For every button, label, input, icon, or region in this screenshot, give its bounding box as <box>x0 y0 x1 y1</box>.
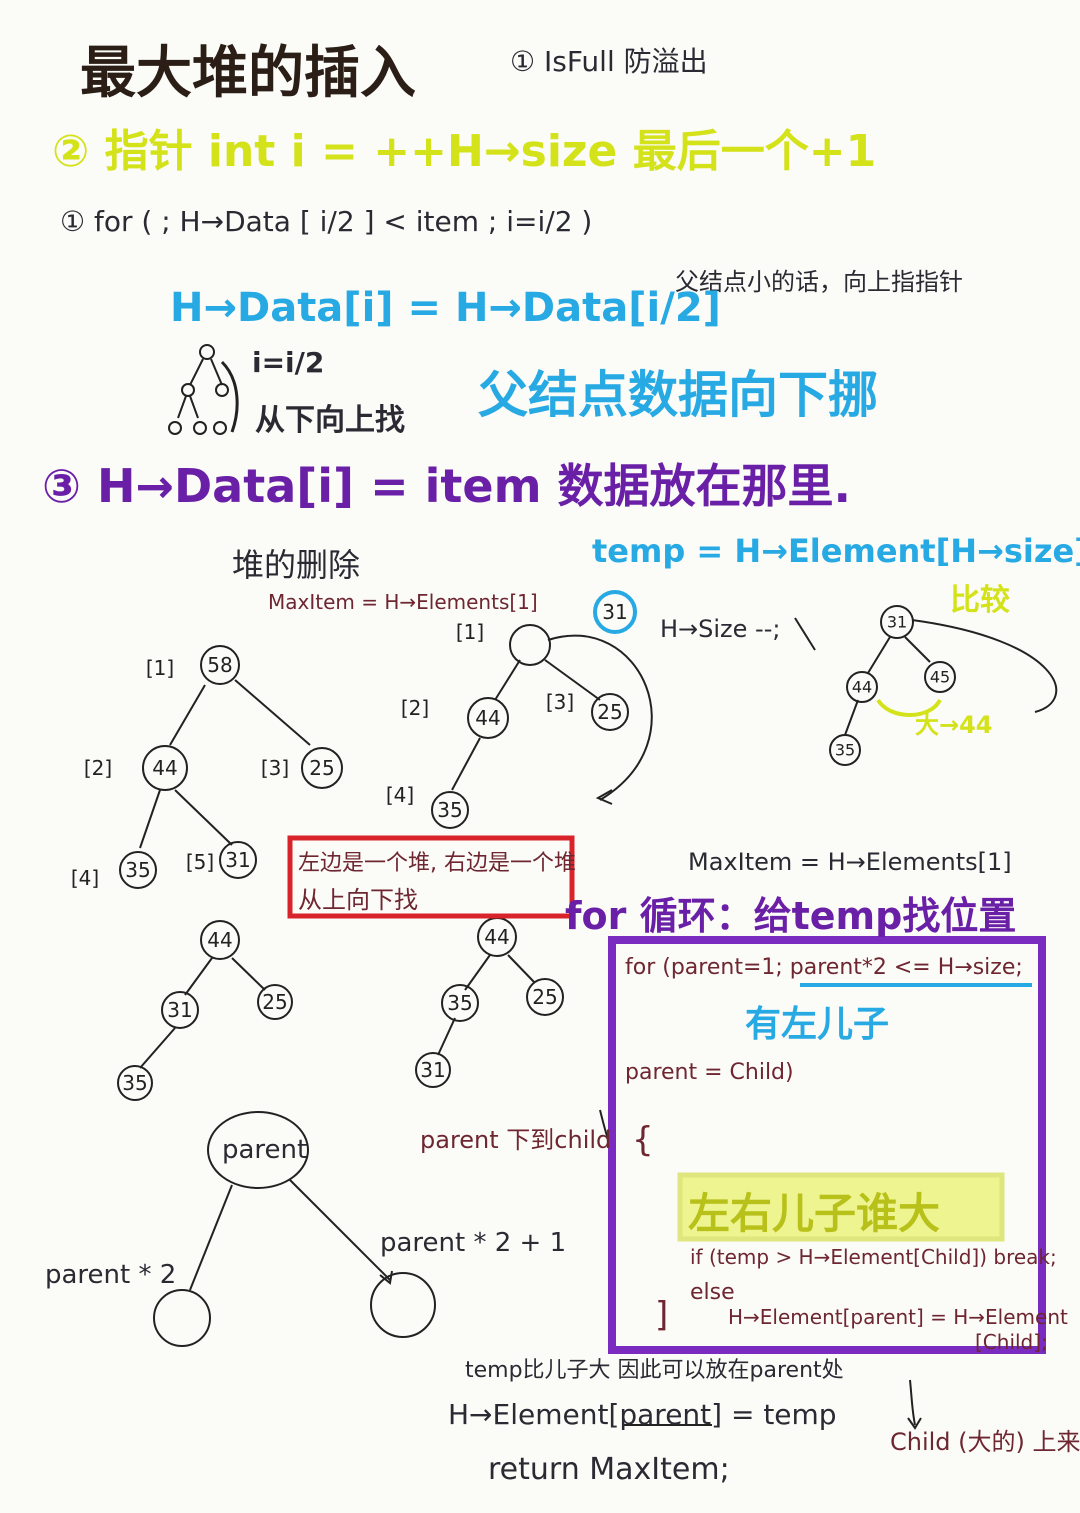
tree2-index: [2] <box>401 696 429 720</box>
tree5-node: 44 <box>484 925 509 949</box>
parent-node-label: parent <box>222 1135 308 1165</box>
else-line: else <box>690 1280 735 1305</box>
circle-31: 31 <box>602 600 627 624</box>
tree4-node: 44 <box>207 928 232 952</box>
tree1-index: [1] <box>146 656 174 680</box>
child-up-text: Child (大的) 上来 <box>890 1428 1080 1456</box>
tree1-node: 44 <box>152 756 177 780</box>
delete-title: 堆的删除 <box>232 546 361 584</box>
tree3-edges <box>844 619 1058 736</box>
note-parent-small: 父结点小的话，向上指指针 <box>675 268 963 296</box>
tree1-edges <box>139 679 311 849</box>
step2-text: ② 指针 int i = ++H→size 最后一个+1 <box>52 126 877 177</box>
tree2-index: [4] <box>386 783 414 807</box>
brace-open: { <box>632 1120 654 1160</box>
tree1-node: 31 <box>225 848 250 872</box>
tree2-edges <box>451 634 653 805</box>
bottom-up-text: 从下向上找 <box>255 403 405 438</box>
tree4-node: 35 <box>122 1071 147 1095</box>
tree5-node: 35 <box>447 991 472 1015</box>
for-insert-line: ① for ( ; H→Data [ i/2 ] < item ; i=i/2 … <box>60 205 593 238</box>
has-left-child: 有左儿子 <box>745 1004 890 1045</box>
step3-text: ③ H→Data[i] = item 数据放在那里. <box>42 459 852 513</box>
child-bracket: [Child]; <box>975 1330 1048 1354</box>
compare-text: 比较 <box>950 583 1010 618</box>
yellow-highlight <box>677 1172 1005 1242</box>
tree1-node: 35 <box>125 858 150 882</box>
i-half-text: i=i/2 <box>252 346 325 379</box>
tree5-node: 25 <box>532 985 557 1009</box>
bigger-44: 大→44 <box>915 711 993 739</box>
purple-box <box>608 936 1046 1354</box>
tree1-index: [2] <box>84 756 112 780</box>
tree4-node: 25 <box>262 990 287 1014</box>
brace-close: ] <box>655 1295 669 1335</box>
red-box <box>287 835 575 919</box>
parent-x2-label: parent * 2 <box>45 1260 177 1290</box>
step1-text: ① IsFull 防溢出 <box>510 45 708 78</box>
parent-child-line: parent = Child) <box>625 1060 794 1085</box>
parent-diagram <box>153 1111 436 1347</box>
parent-down-child: parent 下到child <box>420 1126 612 1154</box>
return-line: return MaxItem; <box>488 1452 730 1487</box>
tree1-index: [3] <box>261 756 289 780</box>
tree2-node: 35 <box>437 798 462 822</box>
tree1-node: 25 <box>309 756 334 780</box>
data-assign-line: H→Data[i] = H→Data[i/2] <box>170 285 721 331</box>
tree2-node: 44 <box>475 706 500 730</box>
tree1-index: [5] <box>186 850 214 874</box>
left-right-big: 左右儿子谁大 <box>688 1189 941 1238</box>
red-box-line2: 从上向下找 <box>298 886 418 914</box>
tree5-node: 31 <box>420 1058 445 1082</box>
tree3-node: 31 <box>887 613 907 632</box>
tree4-edges <box>139 957 266 1069</box>
tree1-index: [4] <box>71 866 99 890</box>
size-dec: H→Size --; <box>660 615 781 643</box>
small-tree-sketch <box>168 344 239 435</box>
tree3-node: 45 <box>930 668 950 687</box>
tree4-node: 31 <box>167 998 192 1022</box>
tree5-edges <box>437 954 536 1056</box>
temp-bigger-text: temp比儿子大 因此可以放在parent处 <box>465 1358 844 1383</box>
red-box-line1: 左边是一个堆, 右边是一个堆 <box>298 851 576 876</box>
parent-down-text: 父结点数据向下挪 <box>478 366 878 424</box>
page-title: 最大堆的插入 <box>80 41 416 106</box>
tree3-node: 35 <box>835 741 855 760</box>
for-parent-line: for (parent=1; parent*2 <= H→size; <box>625 955 1023 980</box>
if-line: if (temp > H→Element[Child]) break; <box>690 1245 1057 1269</box>
tree2-index: [3] <box>546 690 574 714</box>
final-assign-line: H→Element[parent] = temp <box>448 1398 837 1431</box>
tree2-index: [1] <box>456 620 484 644</box>
tree3-node: 44 <box>852 678 872 697</box>
maxitem-line-2: MaxItem = H→Elements[1] <box>688 848 1012 876</box>
parent-x2p1-label: parent * 2 + 1 <box>380 1228 567 1258</box>
temp-line: temp = H→Element[H→size] <box>592 532 1080 570</box>
assign-line: H→Element[parent] = H→Element <box>728 1305 1068 1329</box>
for-loop-title: for 循环：给temp找位置 <box>565 894 1017 938</box>
maxitem-line-1: MaxItem = H→Elements[1] <box>268 590 538 614</box>
tree1-node: 58 <box>207 653 232 677</box>
tree2-node: 25 <box>597 700 622 724</box>
